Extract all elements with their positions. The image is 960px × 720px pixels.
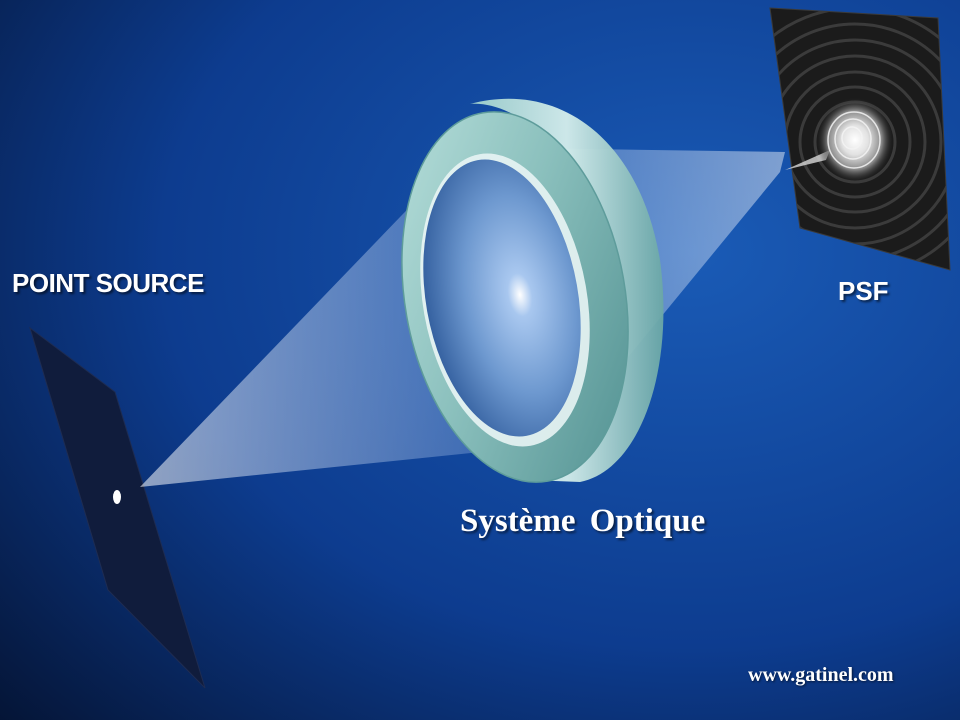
psf-label: PSF <box>838 276 889 306</box>
psf-central-rings <box>827 111 881 169</box>
optical-system-label: Système Optique <box>460 503 706 539</box>
website-label: www.gatinel.com <box>748 664 894 686</box>
point-source-label: POINT SOURCE <box>12 268 204 298</box>
point-source-icon <box>113 490 121 504</box>
lens-glass <box>423 159 581 437</box>
psf-beam-tip <box>785 150 830 170</box>
source-plane <box>29 326 206 689</box>
